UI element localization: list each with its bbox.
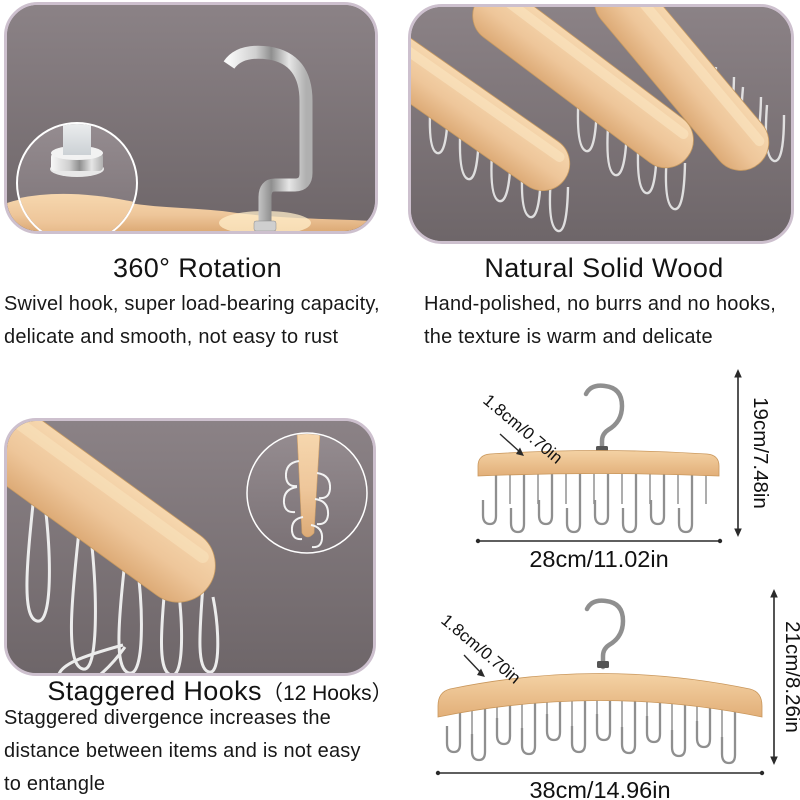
hanger-hook-icon	[583, 383, 625, 455]
inset-wood	[18, 193, 136, 231]
hook-joint	[597, 661, 609, 668]
dim-end-dot	[717, 538, 723, 544]
wood-bar-2	[472, 7, 694, 169]
rotation-desc-line1: Swivel hook, super load-bearing capacity…	[4, 293, 380, 315]
staggered-desc-line3: to entangle	[4, 773, 106, 795]
solid-wood-photo	[408, 4, 794, 244]
staggered-description: Staggered divergence increases the dista…	[4, 702, 424, 800]
staggered-desc-line2: distance between items and is not easy	[4, 740, 361, 762]
wire-hooks	[428, 66, 786, 233]
arrow-up-icon	[734, 369, 742, 378]
large-thickness-label: 1.8cm/0.70in	[437, 611, 524, 688]
solid-wood-desc-line2: the texture is warm and delicate	[424, 326, 713, 348]
large-height-label: 21cm/8.26in	[781, 621, 800, 733]
front-hooks	[445, 700, 737, 765]
inset-hooks	[282, 460, 332, 549]
large-width-label: 38cm/14.96in	[529, 777, 670, 800]
swivel-hook-photo-illustration	[7, 5, 375, 231]
back-hooks	[509, 474, 707, 504]
thickness-pointer-line	[499, 433, 522, 454]
dim-end-dot	[475, 538, 481, 544]
staggered-detail	[282, 434, 332, 549]
large-hanger-diagram: 21cm/8.26in 38cm/14.96in 1.8cm/0.70in	[435, 589, 800, 800]
solid-wood-desc-line1: Hand-polished, no burrs and no hooks,	[424, 293, 777, 315]
rotation-desc-line2: delicate and smooth, not easy to rust	[4, 326, 339, 348]
wood-bar-tip	[7, 421, 216, 603]
inset-wood-stick	[296, 434, 321, 538]
wood-hangers-photo-illustration	[411, 7, 791, 241]
pointer-arrow-icon	[516, 447, 524, 456]
wood-bar	[477, 450, 720, 477]
hanger-hook-icon	[584, 598, 626, 670]
dim-end-dot	[435, 770, 441, 776]
arrow-down-icon	[770, 756, 778, 765]
swivel-hook-icon	[223, 45, 313, 231]
staggered-title-main: Staggered Hooks	[47, 676, 262, 706]
staggered-desc-line1: Staggered divergence increases the	[4, 707, 332, 729]
wire-hooks	[25, 484, 220, 673]
wood-bar	[437, 673, 763, 718]
arrow-down-icon	[734, 528, 742, 537]
wood-bar-3	[594, 7, 770, 171]
hook-base	[253, 220, 277, 231]
small-hanger-diagram: 19cm/7.48in 28cm/11.02in 1.8cm/0.70in	[475, 369, 772, 572]
rotation-photo	[4, 2, 378, 234]
solid-wood-description: Hand-polished, no burrs and no hooks, th…	[424, 288, 800, 354]
arrow-up-icon	[770, 589, 778, 598]
solid-wood-title: Natural Solid Wood	[484, 253, 724, 283]
front-hooks	[481, 474, 694, 534]
rotation-title: 360° Rotation	[112, 253, 283, 283]
swivel-rod	[63, 124, 91, 155]
small-height-label: 19cm/7.48in	[749, 397, 772, 509]
small-width-label: 28cm/11.02in	[529, 546, 668, 572]
staggered-hooks-photo	[4, 418, 376, 676]
thickness-pointer-line	[463, 654, 483, 675]
swivel-base-detail	[18, 124, 136, 231]
staggered-hooks-photo-illustration	[7, 421, 373, 673]
staggered-title: Staggered Hooks（12 Hooks）	[0, 676, 440, 707]
wood-bar-1	[411, 19, 571, 192]
rotation-description: Swivel hook, super load-bearing capacity…	[4, 288, 422, 354]
dimension-diagrams: 19cm/7.48in 28cm/11.02in 1.8cm/0.70in	[435, 369, 800, 800]
pointer-arrow-icon	[477, 668, 485, 677]
dim-end-dot	[759, 770, 765, 776]
staggered-title-suffix: （12 Hooks）	[261, 682, 393, 705]
